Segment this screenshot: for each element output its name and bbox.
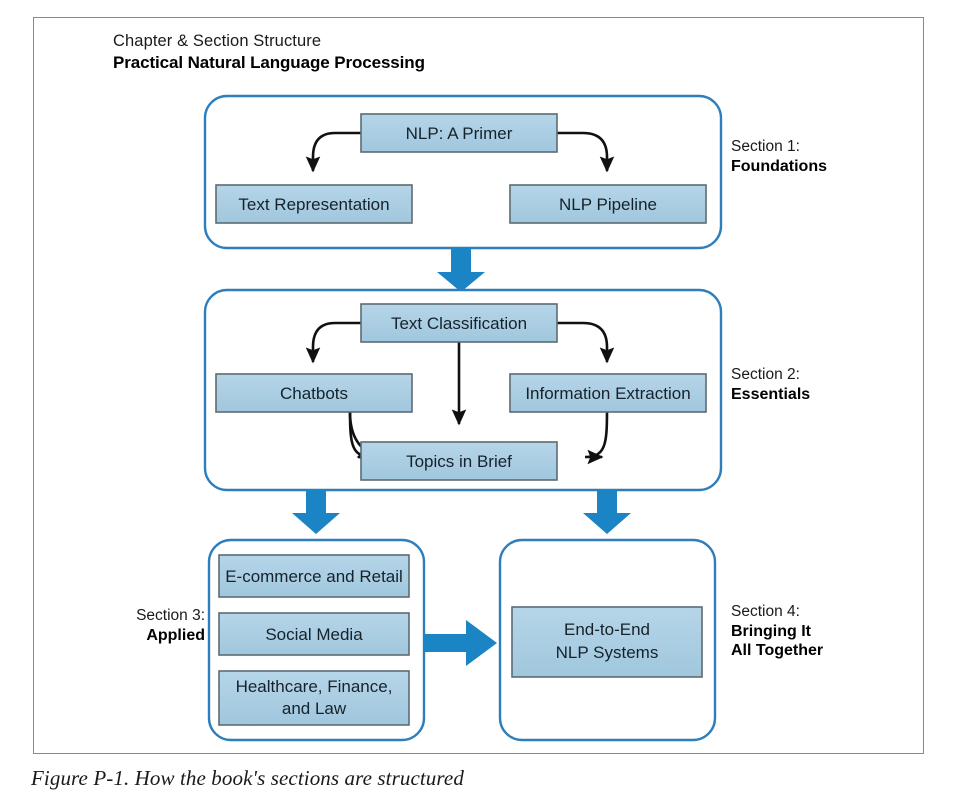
section-4-name-line2: All Together bbox=[731, 642, 824, 660]
section-4-name: Bringing It bbox=[731, 622, 811, 640]
section-4-label: Section 4: Bringing It All Together bbox=[731, 603, 823, 661]
section-1-name: Foundations bbox=[731, 157, 827, 175]
figure-title-block: Chapter & Section Structure Practical Na… bbox=[113, 31, 425, 74]
section-1-number: Section 1: bbox=[731, 138, 800, 155]
section-2-name: Essentials bbox=[731, 385, 811, 403]
figure-title-bold: Practical Natural Language Processing bbox=[113, 53, 425, 73]
section-2-label: Section 2: Essentials bbox=[731, 366, 810, 404]
section-3-label: Section 3: Applied bbox=[120, 607, 205, 645]
section-3-number: Section 3: bbox=[136, 607, 205, 624]
section-1-label: Section 1: Foundations bbox=[731, 138, 827, 176]
figure-title-small: Chapter & Section Structure bbox=[113, 32, 322, 50]
figure-caption: Figure P-1. How the book's sections are … bbox=[31, 766, 464, 790]
section-3-name: Applied bbox=[146, 626, 205, 644]
section-4-number: Section 4: bbox=[731, 603, 800, 620]
section-2-number: Section 2: bbox=[731, 366, 800, 383]
